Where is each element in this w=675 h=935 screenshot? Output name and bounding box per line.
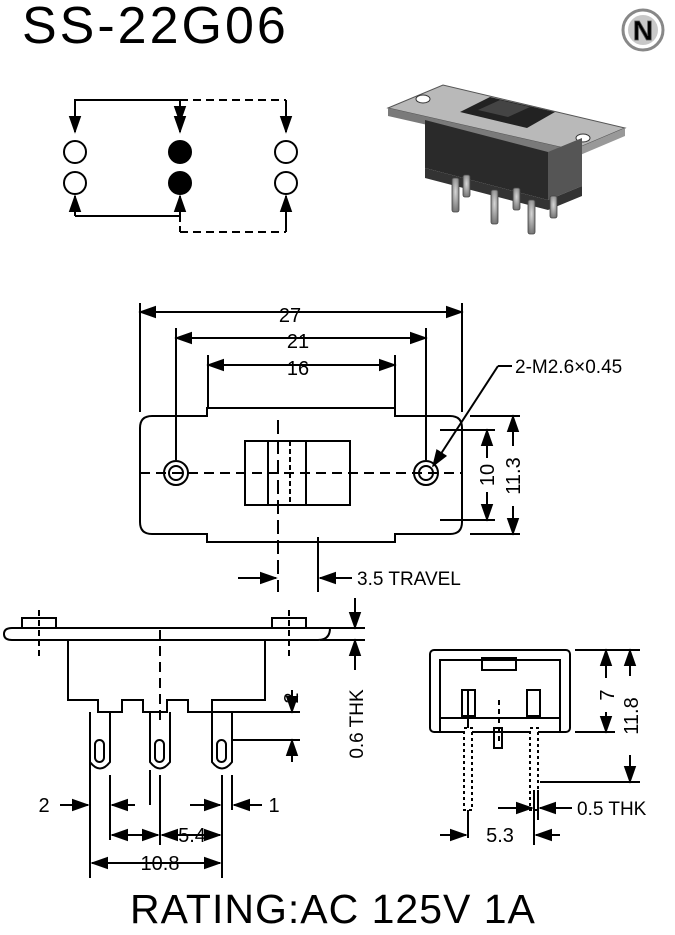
dim-side-5-3: 5.3 — [486, 825, 514, 847]
dim-side-11-8: 11.8 — [621, 697, 643, 734]
side-view — [429, 648, 640, 845]
front-view — [2, 598, 365, 878]
top-view — [138, 303, 520, 592]
dim-pin-width-right: 1 — [268, 795, 279, 817]
dim-pin-thk: 0.5 THK — [577, 799, 647, 820]
dim-21: 21 — [287, 331, 309, 353]
rating-label: RATING:AC 125V 1A — [130, 886, 536, 932]
travel-label: 3.5 TRAVEL — [357, 569, 461, 590]
dim-16: 16 — [287, 358, 309, 380]
dim-pin-lead: 2 — [281, 692, 303, 703]
dim-pin-width-left: 2 — [38, 795, 49, 817]
dim-11-3: 11.3 — [503, 457, 525, 494]
dim-27: 27 — [279, 305, 301, 327]
logo-letter: N — [633, 15, 653, 46]
model-title: SS-22G06 — [22, 0, 289, 55]
circuit-schematic — [63, 99, 298, 233]
dim-side-7: 7 — [597, 689, 619, 700]
product-photo — [386, 84, 627, 235]
manufacturer-logo: N — [621, 8, 665, 52]
dim-plate-thk: 0.6 THK — [347, 689, 368, 759]
dim-pin-pitch: 5.4 — [178, 825, 206, 847]
dim-10: 10 — [477, 464, 499, 486]
screw-hole-label: 2-M2.6×0.45 — [515, 357, 622, 378]
dim-pin-span: 10.8 — [141, 853, 180, 875]
